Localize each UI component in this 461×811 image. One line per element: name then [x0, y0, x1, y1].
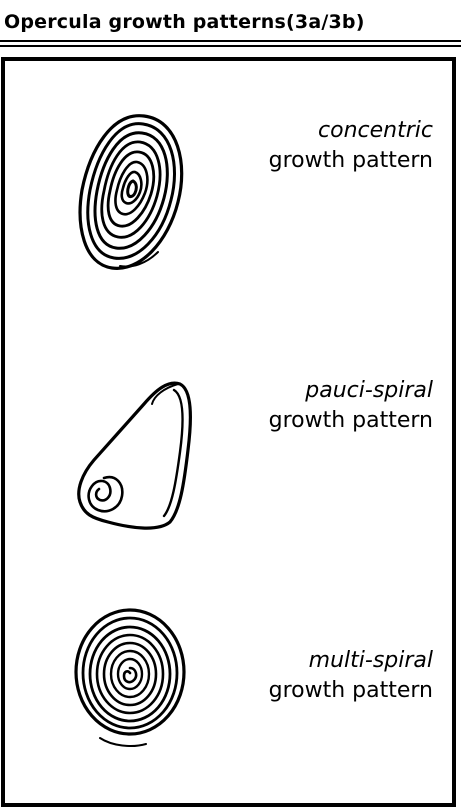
pauci-spiral-label: pauci-spiral growth pattern — [269, 376, 433, 436]
concentric-label: concentric growth pattern — [269, 116, 433, 176]
pattern-name: pauci-spiral — [269, 376, 433, 406]
pattern-name: multi-spiral — [269, 646, 433, 676]
multi-spiral-label: multi-spiral growth pattern — [269, 646, 433, 706]
title-rule-bottom — [0, 45, 461, 47]
pattern-name: concentric — [269, 116, 433, 146]
multi-spiral-operculum-icon — [60, 598, 200, 773]
title-rule-top — [0, 40, 461, 42]
page-title: Opercula growth patterns(3a/3b) — [4, 11, 365, 33]
concentric-operculum-icon — [60, 102, 200, 277]
pauci-spiral-operculum-icon — [60, 372, 200, 547]
pattern-subtitle: growth pattern — [269, 676, 433, 706]
pattern-subtitle: growth pattern — [269, 146, 433, 176]
pattern-subtitle: growth pattern — [269, 406, 433, 436]
